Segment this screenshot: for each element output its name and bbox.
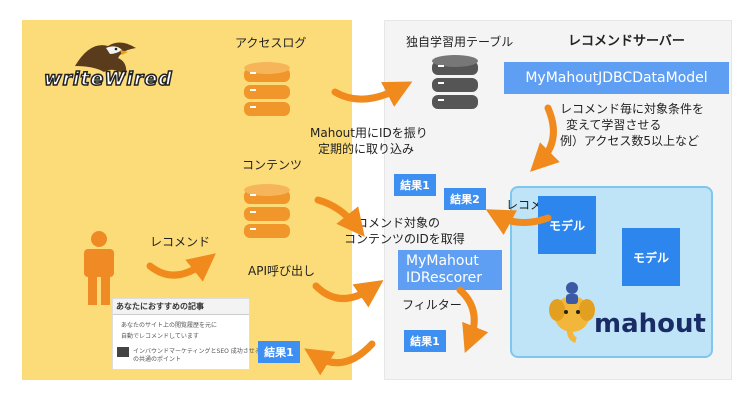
database-icon (244, 184, 290, 238)
eagle-logo-icon (75, 42, 136, 76)
result-badge: 結果1 (394, 174, 436, 196)
widget-item-1[interactable]: インバウンドマーケティングとSEO 成功させるため (133, 348, 273, 355)
get-ids-note-2: コンテンツのIDを取得 (344, 232, 465, 246)
recommend-user-label: レコメンド (150, 235, 211, 249)
id-rescorer-box: MyMahout IDRescorer (398, 250, 502, 290)
api-call-label: API呼び出し (248, 264, 315, 278)
model-box: モデル (622, 228, 680, 286)
recommend-widget: あなたにおすすめの記事 あなたのサイト上の閲覧履歴を元に 自動でレコメンドしてい… (112, 298, 273, 370)
elephant-icon (549, 282, 595, 343)
mahout-brand-text: mahout (594, 309, 706, 339)
database-icon (432, 55, 478, 109)
contents-label: コンテンツ (242, 158, 303, 172)
learn-note-2: 変えて学習させる (566, 118, 662, 132)
person-icon (84, 231, 114, 305)
server-title: レコメンドサーバー (568, 34, 685, 49)
rescorer-line-2: IDRescorer (406, 270, 482, 286)
widget-intro-1: あなたのサイト上の閲覧履歴を元に (121, 322, 218, 329)
learn-note-1: レコメンド毎に対象条件を (560, 102, 705, 116)
rescorer-line-1: MyMahout (406, 253, 479, 269)
article-thumbnail (117, 347, 129, 357)
model-box: モデル (538, 196, 596, 254)
widget-title: あなたにおすすめの記事 (113, 299, 249, 315)
result-badge: 結果1 (258, 341, 300, 363)
access-log-label: アクセスログ (235, 36, 307, 50)
import-note-1: Mahout用にIDを振り (310, 126, 428, 140)
own-table-label: 独自学習用テーブル (406, 35, 514, 49)
result-badge: 結果2 (444, 188, 486, 210)
widget-item-2[interactable]: の共通のポイント (133, 356, 182, 363)
filter-label: フィルター (402, 298, 462, 312)
database-icon (244, 62, 290, 116)
brand-logo-text: writeWired (43, 67, 173, 90)
learn-note-3: 例）アクセス数5以上など (560, 134, 700, 148)
jdbc-data-model-box: MyMahoutJDBCDataModel (504, 62, 729, 94)
import-note-2: 定期的に取り込み (318, 142, 415, 156)
result-badge: 結果1 (404, 330, 446, 352)
widget-intro-2: 自動でレコメンドしています (121, 333, 199, 340)
get-ids-note-1: レコメンド対象の (344, 216, 441, 230)
